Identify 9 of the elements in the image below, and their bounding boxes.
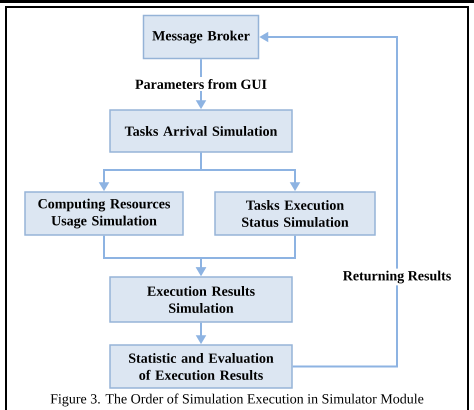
process-box: Tasks Arrival Simulation — [109, 109, 293, 153]
process-box: Statistic and Evaluation of Execution Results — [109, 344, 293, 389]
caption: Figure 3. The Order of Simulation Execution in Simulator Module — [50, 394, 424, 406]
process-box: Message Broker — [142, 14, 260, 60]
process-box: Tasks Execution Status Simulation — [214, 191, 376, 236]
process-box: Execution Results Simulation — [109, 276, 293, 323]
process-box: Computing Resources Usage Simulation — [24, 191, 184, 236]
edge-label: Parameters from GUI — [133, 77, 269, 91]
edge-label: Returning Results — [340, 268, 454, 286]
